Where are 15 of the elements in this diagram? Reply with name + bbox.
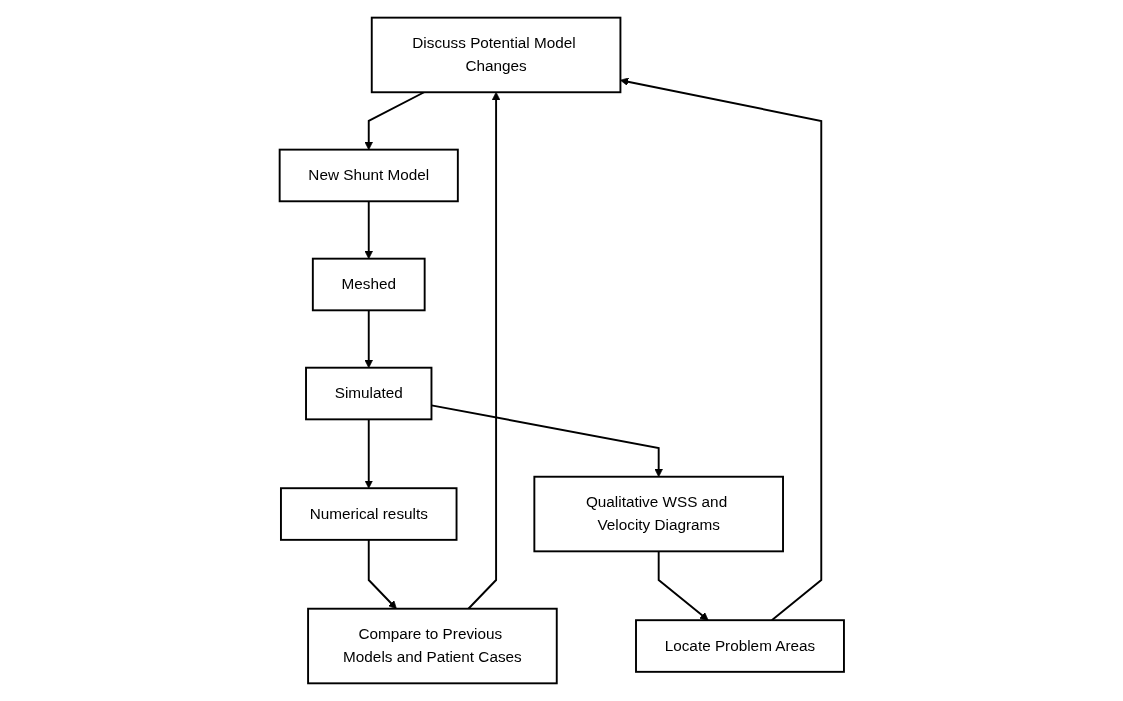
arrow	[657, 550, 709, 621]
node-box: Simulated	[304, 366, 433, 421]
arrow	[367, 538, 397, 610]
node-box: Qualitative WSS and Velocity Diagrams	[533, 475, 784, 553]
node-box: New Shunt Model	[278, 148, 459, 203]
arrow	[364, 418, 373, 489]
arrow	[364, 309, 373, 369]
node-box: Meshed	[311, 257, 426, 312]
node-box: Discuss Potential Model Changes	[370, 16, 622, 94]
node-box: Compare to Previous Models and Patient Cases	[306, 607, 558, 685]
node-box: Locate Problem Areas	[634, 619, 845, 673]
arrow	[467, 91, 500, 610]
arrow	[364, 91, 425, 151]
arrow	[364, 200, 373, 260]
node-box: Numerical results	[279, 487, 458, 541]
